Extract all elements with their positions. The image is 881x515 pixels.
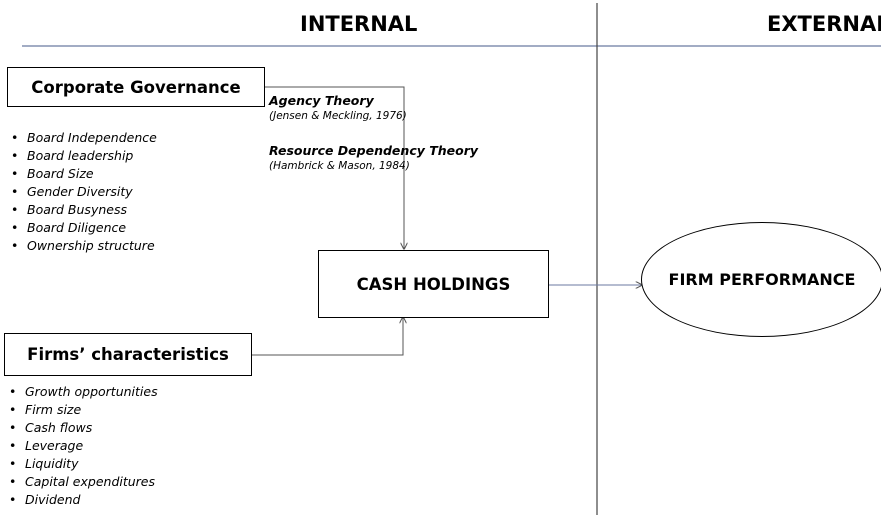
external-heading: EXTERNAL (767, 12, 881, 36)
list-item: Leverage (7, 437, 158, 455)
firms-characteristics-box: Firms’ characteristics (4, 333, 252, 376)
corporate-governance-box: Corporate Governance (7, 67, 265, 107)
firm-performance-label: FIRM PERFORMANCE (668, 270, 856, 289)
resource-dependency-theory-label: Resource Dependency Theory (269, 143, 479, 158)
firms-characteristics-label: Firms’ characteristics (27, 345, 229, 364)
list-item: Dividend (7, 491, 158, 509)
list-item: Firm size (7, 401, 158, 419)
list-item: Board Independence (9, 129, 157, 147)
cash-holdings-box: CASH HOLDINGS (318, 250, 549, 318)
governance-list: Board Independence Board leadership Boar… (9, 129, 157, 255)
resource-dependency-theory-citation: (Hambrick & Mason, 1984) (269, 160, 410, 172)
cash-holdings-label: CASH HOLDINGS (356, 274, 511, 294)
governance-to-cash-arrow (264, 86, 404, 249)
characteristics-to-cash-arrow (251, 317, 403, 356)
list-item: Liquidity (7, 455, 158, 473)
list-item: Gender Diversity (9, 183, 157, 201)
corporate-governance-label: Corporate Governance (31, 77, 241, 97)
firm-performance-ellipse: FIRM PERFORMANCE (641, 222, 881, 337)
list-item: Board leadership (9, 147, 157, 165)
list-item: Capital expenditures (7, 473, 158, 491)
internal-heading: INTERNAL (300, 12, 418, 36)
characteristics-list: Growth opportunities Firm size Cash flow… (7, 383, 158, 509)
list-item: Growth opportunities (7, 383, 158, 401)
list-item: Board Busyness (9, 201, 157, 219)
agency-theory-label: Agency Theory (269, 93, 374, 108)
list-item: Cash flows (7, 419, 158, 437)
list-item: Board Diligence (9, 219, 157, 237)
list-item: Ownership structure (9, 237, 157, 255)
agency-theory-citation: (Jensen & Meckling, 1976) (269, 110, 407, 122)
list-item: Board Size (9, 165, 157, 183)
